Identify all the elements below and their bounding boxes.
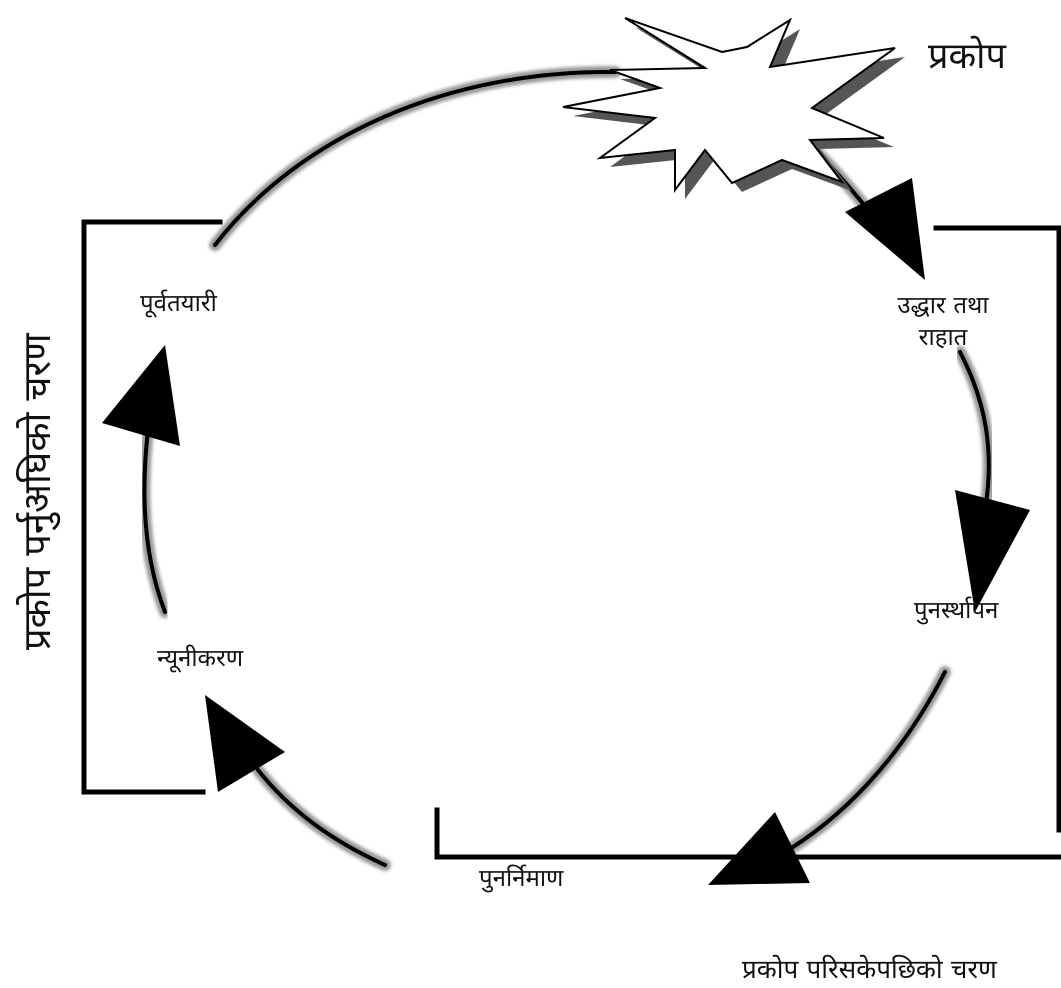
post-disaster-bottom-bracket [434, 807, 1061, 860]
arc-rescue-to-rehabilitation [954, 346, 995, 516]
arrowhead-to-mitigation [205, 695, 285, 792]
arrowhead-to-preparedness [102, 345, 180, 446]
stage-rescue-line2: राहात [918, 323, 968, 351]
disaster-starburst-icon [562, 17, 905, 199]
pre-disaster-bracket [81, 219, 223, 795]
stage-preparedness: पूर्वतयारी [140, 289, 217, 317]
disaster-label: प्रकोप [928, 36, 1006, 77]
stage-rescue-relief: उद्धार तथा राहात [897, 289, 988, 353]
arc-preparedness-to-disaster [209, 65, 621, 251]
arrowhead-to-rehabilitation [955, 490, 1030, 612]
post-disaster-phase-label: प्रकोप परिसकेपछिको चरण [742, 955, 997, 985]
stage-rescue-line1: उद्धार तथा [897, 291, 989, 319]
stage-mitigation: न्यूनीकरण [157, 644, 244, 672]
phase-brackets [81, 219, 1061, 860]
stage-reconstruction: पुनर्निमाण [479, 864, 564, 892]
stage-rehabilitation: पुनर्स्थापन [914, 596, 999, 624]
arc-reconstruction-to-mitigation [252, 764, 391, 871]
arrowhead-to-reconstruction [708, 812, 810, 885]
arc-mitigation-to-preparedness [138, 424, 171, 618]
arrowheads [102, 178, 1030, 885]
post-disaster-right-bracket [933, 225, 1061, 833]
pre-disaster-phase-label: प्रकोप पर्नुअघिको चरण [15, 333, 59, 650]
arc-rehabilitation-to-reconstruction [774, 666, 951, 861]
arrowhead-to-rescue [845, 178, 925, 280]
